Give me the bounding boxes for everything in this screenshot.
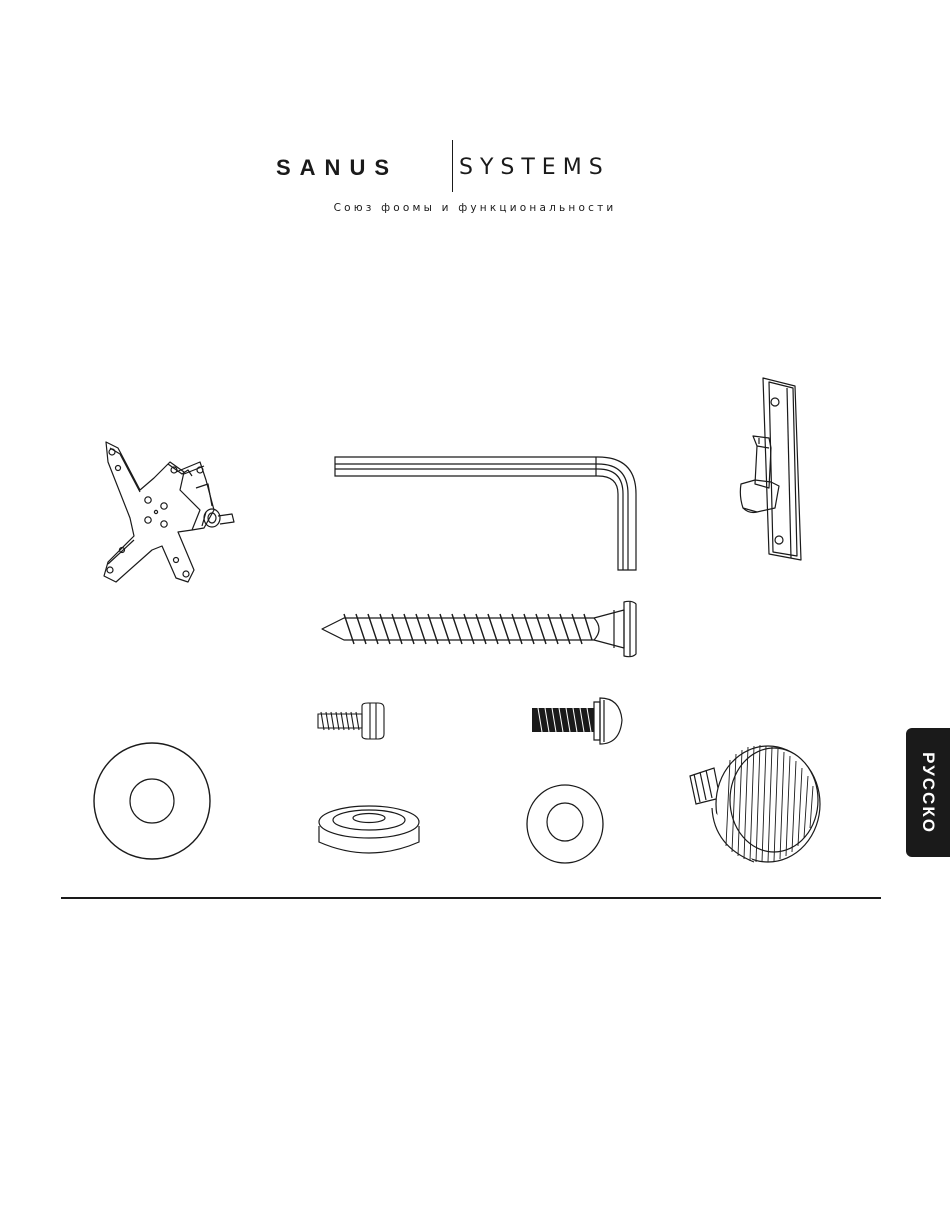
logo-divider: [452, 140, 453, 192]
button-head-bolt: [526, 694, 632, 750]
large-washer: [90, 739, 214, 863]
brand-systems: SYSTEMS: [459, 156, 610, 180]
tagline: Союз фоомы и функциональности: [250, 202, 700, 214]
wall-bracket: [735, 374, 815, 564]
brand-sanus: SANUS: [276, 156, 398, 180]
hex-key: [330, 452, 640, 574]
horizontal-rule: [61, 897, 881, 899]
small-machine-screw: [314, 700, 386, 742]
sanus-systems-logo: SANUS SYSTEMS: [276, 140, 676, 192]
vesa-mounting-plate: [96, 432, 246, 612]
small-washer: [524, 783, 606, 865]
language-tab-label: РУССКО: [918, 752, 938, 834]
thumb-screw: [686, 738, 832, 868]
wood-screw: [318, 596, 660, 660]
rubber-spacer: [313, 800, 425, 860]
language-tab-russian: РУССКО: [906, 728, 950, 857]
